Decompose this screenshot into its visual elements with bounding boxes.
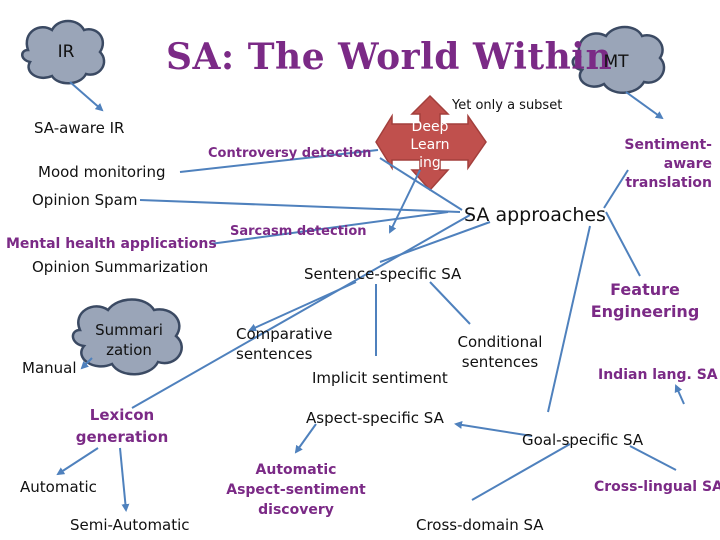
comparative-line1: Comparative	[236, 325, 333, 343]
connector-approaches-translation	[603, 169, 629, 209]
conditional-sentences-label: Conditional sentences	[452, 332, 548, 372]
sentence-specific-sa-label: Sentence-specific SA	[304, 265, 462, 283]
mood-monitoring-label: Mood monitoring	[38, 163, 166, 181]
controversy-detection-label: Controversy detection	[208, 146, 372, 161]
feature-line1: Feature	[610, 280, 680, 299]
summarization-cloud	[71, 298, 183, 376]
deep-learning-label: Deep Learn ing	[404, 118, 456, 172]
sentiment-aware-line1: Sentiment-	[624, 137, 712, 153]
conditional-line1: Conditional	[457, 333, 543, 351]
mt-cloud	[571, 25, 666, 94]
connector-goal-aspect	[454, 420, 533, 437]
cross-lingual-sa-label: Cross-lingual SA	[594, 479, 720, 495]
connector-indian-up	[674, 384, 685, 405]
mt-arrow	[625, 91, 664, 120]
deep-learning-line2: Learn	[410, 137, 450, 153]
indian-lang-sa-label: Indian lang. SA	[598, 367, 718, 383]
mt-cloud-label: MT	[603, 52, 629, 72]
connector-sentence-conditional	[429, 281, 471, 325]
connector-mental-approaches	[209, 211, 449, 245]
connector-lexicon-automatic	[56, 447, 99, 476]
connector-approaches-sentence	[379, 221, 491, 263]
goal-specific-sa-label: Goal-specific SA	[522, 431, 644, 449]
connector-goal-crossdomain	[471, 443, 571, 501]
semi-automatic-label: Semi-Automatic	[70, 516, 190, 534]
sentiment-aware-line2: aware	[663, 156, 712, 172]
subset-note: Yet only a subset	[452, 98, 563, 113]
deep-learning-line1: Deep	[411, 119, 449, 135]
automatic-label: Automatic	[20, 478, 97, 496]
connector-sentence-comparative	[248, 281, 357, 332]
manual-label: Manual	[22, 359, 77, 377]
lexicon-line2: generation	[75, 428, 169, 446]
sentiment-aware-line3: translation	[625, 175, 712, 191]
summarization-line1: Summari	[95, 321, 163, 339]
conditional-line2: sentences	[461, 353, 539, 371]
summarization-line2: zation	[106, 341, 152, 359]
connector-spam-approaches	[139, 199, 461, 213]
lexicon-line1: Lexicon	[89, 406, 155, 424]
cross-domain-sa-label: Cross-domain SA	[416, 516, 544, 534]
sentiment-aware-translation-label: Sentiment- aware translation	[624, 136, 712, 193]
connector-lexicon-semiautomatic	[119, 447, 130, 512]
sa-approaches-label: SA approaches	[464, 204, 606, 226]
automatic-aspect-line1: Automatic	[255, 462, 337, 478]
deep-learning-line3: ing	[419, 155, 441, 171]
sa-aware-ir-label: SA-aware IR	[34, 119, 125, 137]
mental-health-label: Mental health applications	[6, 236, 217, 252]
page-title: SA: The World Within	[166, 36, 613, 78]
connectors	[56, 149, 685, 512]
ir-arrow	[69, 81, 104, 112]
connector-approaches-goal	[547, 225, 591, 413]
comparative-sentences-label: Comparative sentences	[236, 324, 333, 364]
summarization-cloud-label: Summari zation	[94, 320, 164, 360]
aspect-specific-sa-label: Aspect-specific SA	[306, 409, 444, 427]
connector-mood-controversy	[179, 149, 379, 173]
implicit-sentiment-label: Implicit sentiment	[312, 369, 448, 387]
sarcasm-detection-label: Sarcasm detection	[230, 224, 367, 239]
ir-cloud-label: IR	[57, 42, 75, 62]
ir-cloud	[21, 19, 106, 85]
automatic-aspect-line2: Aspect-sentiment	[226, 482, 366, 498]
automatic-aspect-line3: discovery	[258, 502, 334, 518]
connector-deep-sarcasm	[389, 169, 421, 234]
opinion-summarization-label: Opinion Summarization	[32, 258, 209, 276]
opinion-spam-label: Opinion Spam	[32, 191, 138, 209]
summarization-arrow	[80, 357, 93, 370]
feature-line2: Engineering	[590, 302, 700, 321]
lexicon-generation-label: Lexicon generation	[72, 404, 172, 448]
connector-controversy-approaches	[379, 157, 463, 211]
connector-goal-crosslingual	[629, 445, 677, 471]
automatic-aspect-discovery-label: Automatic Aspect-sentiment discovery	[226, 460, 366, 520]
connector-approaches-feature	[605, 211, 641, 277]
connector-aspect-automatic	[294, 423, 317, 454]
comparative-line2: sentences	[236, 345, 313, 363]
connector-lexicon-approaches	[131, 214, 471, 409]
feature-engineering-label: Feature Engineering	[590, 279, 700, 323]
